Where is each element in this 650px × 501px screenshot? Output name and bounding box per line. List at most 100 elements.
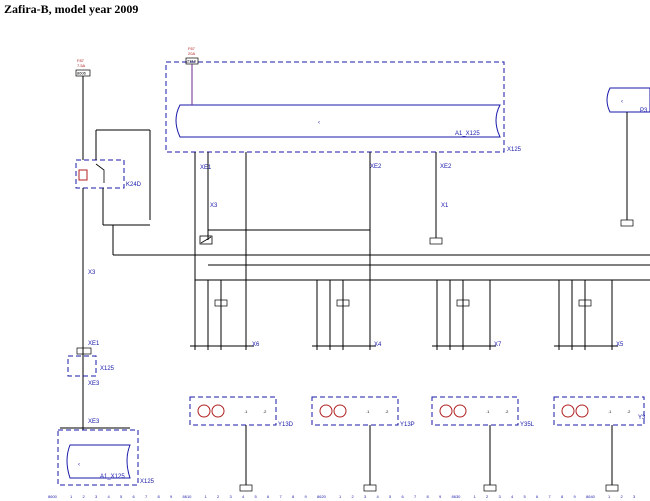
ruler-number: 5	[255, 494, 258, 499]
injector-y13p: X4 .1 .2 Y13P	[311, 152, 415, 492]
ecu-top: ‹ A1_X125 X125	[165, 61, 522, 153]
ruler-number: 3	[633, 494, 636, 499]
ruler-number: 1	[205, 494, 208, 499]
injector-connector: X6	[252, 342, 260, 348]
ecu-bottom: ‹ A1_X125 X125	[57, 429, 155, 486]
connector-label: X1	[441, 203, 449, 209]
connector-label: X3	[88, 270, 96, 276]
ecu-body	[175, 104, 501, 138]
ruler-number: 8	[561, 494, 564, 499]
ruler-number: 2	[83, 494, 86, 499]
ruler-number: 1	[608, 494, 611, 499]
control-unit-icon: ‹	[318, 120, 320, 126]
injector-label: Y13P	[400, 422, 415, 428]
ruler-number: 5	[524, 494, 527, 499]
relay-label: K24D	[126, 182, 142, 188]
pin-label: .1	[608, 409, 612, 414]
ruler-number: 3	[230, 494, 233, 499]
ruler-number: 8	[292, 494, 295, 499]
injector-label: Y13D	[278, 422, 294, 428]
ruler-number: 5	[389, 494, 392, 499]
ruler-number: 9	[439, 494, 442, 499]
ruler-number: 3	[499, 494, 502, 499]
relay-k24d: K24D	[75, 129, 151, 280]
injector-label: Y35L	[520, 422, 535, 428]
ecu-label: A1_X125	[100, 474, 125, 480]
injector-y13d: X6 .1 .2 Y13D	[189, 280, 294, 492]
connector-label: XE1	[200, 165, 212, 171]
ruler-number: 1	[339, 494, 342, 499]
fuse-f87: F87 7.5A 8606	[75, 58, 91, 160]
pin-label: .1	[366, 409, 370, 414]
fuse-id: F67	[188, 46, 196, 51]
pin-label: .2	[385, 409, 389, 414]
ecu-outline	[165, 61, 505, 153]
ruler-number: 7	[414, 494, 417, 499]
ruler-segment-start: 8640	[586, 494, 596, 499]
fuse-rating: 20A	[188, 51, 195, 56]
pin-label: .2	[627, 409, 631, 414]
ruler-number: 7	[145, 494, 148, 499]
pin-label: .1	[244, 409, 248, 414]
ruler-segment-start: 8630	[452, 494, 462, 499]
ruler-number: 7	[280, 494, 283, 499]
connector-label: XE1	[88, 341, 100, 347]
ruler-number: 1	[70, 494, 73, 499]
connector-label: XE3	[88, 381, 100, 387]
p3-label: P3	[640, 108, 648, 114]
ruler-segment-start: 8620	[317, 494, 327, 499]
ecu-label: A1_X125	[455, 131, 480, 137]
page-ruler: 8600 1 2 3 4 5 6 7 8 9 8610 1 2 3 4 5 6 7 8 9 8620 1 2 3 4 5 6 7 8 9 8…	[48, 494, 636, 499]
ruler-number: 6	[133, 494, 136, 499]
ruler-number: 8	[427, 494, 430, 499]
ruler-number: 4	[377, 494, 380, 499]
ruler-number: 2	[217, 494, 220, 499]
fuse-id: F87	[77, 58, 85, 63]
ruler-number: 2	[352, 494, 355, 499]
ruler-number: 2	[486, 494, 489, 499]
ruler-number: 5	[120, 494, 123, 499]
fuse-f67: F67 20A 2313	[185, 46, 199, 105]
injector-y3: X5 .1 .2 Y3	[553, 280, 646, 492]
ruler-number: 4	[242, 494, 245, 499]
control-unit-icon: ‹	[621, 99, 623, 105]
ruler-number: 1	[474, 494, 477, 499]
connector-label: X125	[100, 366, 115, 372]
page-title: Zafira-B, model year 2009	[4, 2, 139, 16]
connector-label: XE3	[88, 419, 100, 425]
ruler-number: 4	[511, 494, 514, 499]
injector-y35l: X7 .1 .2 Y35L	[431, 280, 535, 492]
injector-connector: X7	[494, 342, 502, 348]
injector-connector: X4	[374, 342, 382, 348]
ruler-number: 9	[170, 494, 173, 499]
ruler-number: 9	[574, 494, 577, 499]
ecu-connector-label: X125	[507, 147, 522, 153]
pin-label: .2	[505, 409, 509, 414]
ruler-number: 6	[536, 494, 539, 499]
ruler-number: 8	[158, 494, 161, 499]
fuse-code: 2313	[187, 59, 197, 64]
control-unit-icon: ‹	[78, 462, 80, 468]
injector-label: Y3	[638, 415, 646, 421]
ruler-number: 2	[621, 494, 624, 499]
left-connector-chain: XE1 X125 XE3 XE3	[60, 280, 130, 430]
ruler-number: 6	[267, 494, 270, 499]
fuse-rating: 7.5A	[77, 63, 86, 68]
pin-label: .1	[486, 409, 490, 414]
ecu-connector-label: X125	[140, 479, 155, 485]
injector-connector: X5	[616, 342, 624, 348]
connector-label: XE2	[370, 164, 382, 170]
ruler-number: 7	[549, 494, 552, 499]
ruler-number: 4	[108, 494, 111, 499]
ruler-number: 9	[305, 494, 308, 499]
ruler-number: 3	[95, 494, 98, 499]
connector-label: X3	[210, 203, 218, 209]
ruler-segment-start: 8600	[48, 494, 58, 499]
connector-label: XE2	[440, 164, 452, 170]
component-p3: ‹ P3	[606, 87, 650, 227]
fuse-code: 8606	[77, 71, 87, 76]
ruler-segment-start: 8610	[183, 494, 193, 499]
ruler-number: 3	[364, 494, 367, 499]
pin-label: .2	[263, 409, 267, 414]
